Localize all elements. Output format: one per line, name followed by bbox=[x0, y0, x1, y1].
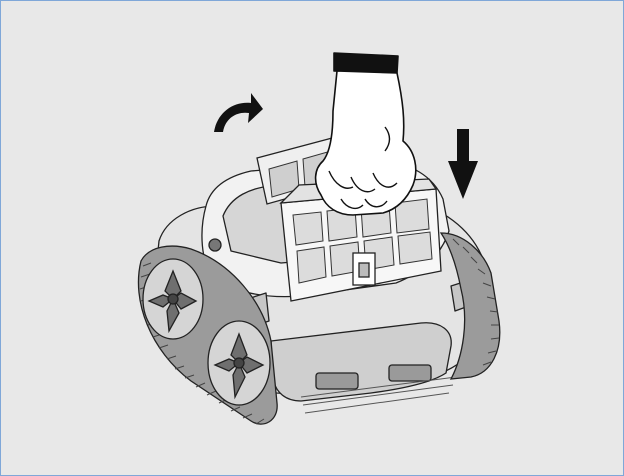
hand-illustration bbox=[316, 53, 416, 215]
down-arrow-icon bbox=[448, 129, 478, 199]
intake-slot bbox=[316, 373, 358, 389]
intake-slot bbox=[389, 365, 431, 381]
rotate-arrow-icon bbox=[214, 93, 263, 132]
